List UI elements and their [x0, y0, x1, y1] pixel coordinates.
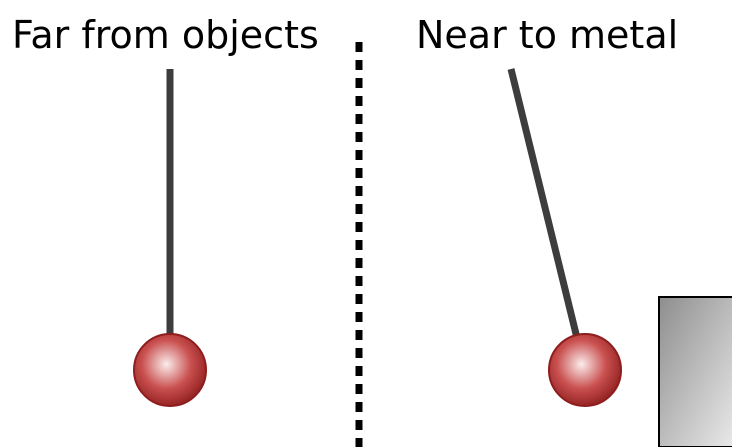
- right-panel: Near to metal: [416, 13, 732, 447]
- left-panel: Far from objects: [12, 13, 319, 407]
- metal-block: [658, 296, 732, 447]
- left-pendulum-bob: [133, 333, 207, 407]
- right-pendulum-string: [507, 68, 581, 339]
- left-panel-label: Far from objects: [12, 13, 319, 57]
- right-pendulum-bob: [548, 333, 622, 407]
- right-panel-label: Near to metal: [416, 13, 678, 57]
